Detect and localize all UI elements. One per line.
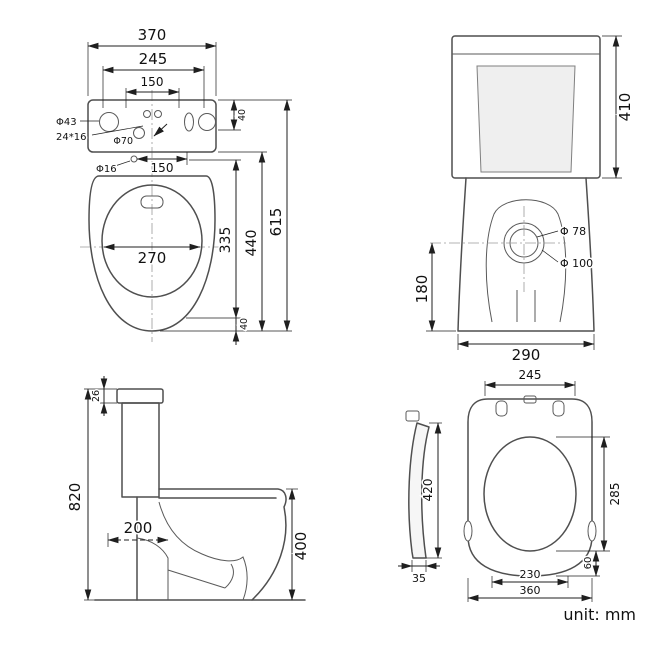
side-view: 26 820 200 400 xyxy=(65,376,312,601)
dim-440-label: 440 xyxy=(244,230,260,257)
bumper-right xyxy=(587,520,597,542)
dim-40b-label: 40 xyxy=(239,318,250,330)
seat-side-profile xyxy=(408,422,430,559)
dim-16-150: Φ16 150 xyxy=(95,152,188,177)
top-view: 370 245 150 40 Φ43 24*16 Φ70 xyxy=(55,25,292,345)
trapway-detail xyxy=(136,501,248,601)
dim-400: 400 xyxy=(286,488,312,601)
slot-24x16-label: 24*16 xyxy=(56,132,86,143)
dim-35: 35 xyxy=(398,560,440,587)
dim-420: 420 xyxy=(420,422,442,559)
seat-top-outline xyxy=(467,398,593,577)
mount-hole-left xyxy=(143,110,151,118)
pedestal-outline-front xyxy=(457,177,595,332)
dim-370: 370 xyxy=(87,25,217,96)
hole-100-label: Φ 100 xyxy=(560,257,593,270)
dim-depths: 615 440 335 40 xyxy=(160,99,292,345)
unit-note: unit: mm xyxy=(563,605,636,624)
hinge-hole-right xyxy=(552,400,565,417)
inlet-hole xyxy=(198,113,216,131)
dim-150: 150 xyxy=(125,74,180,108)
dim-400-label: 400 xyxy=(292,532,310,561)
dim-180: 180 xyxy=(412,242,456,332)
dim-420-label: 420 xyxy=(421,479,435,502)
hole-16-label: Φ16 xyxy=(96,164,117,175)
flush-hole xyxy=(133,127,145,139)
bowl-side-profile xyxy=(136,488,287,601)
dim-820: 820 xyxy=(65,388,95,601)
dim-820-label: 820 xyxy=(66,483,84,512)
dim-410-label: 410 xyxy=(616,93,634,122)
hinge-hole-left xyxy=(495,400,508,417)
dim-360: 360 xyxy=(467,578,593,602)
dim-60-label: 60 xyxy=(583,557,594,570)
cistern-outline-front xyxy=(451,35,601,179)
dim-150b-label: 150 xyxy=(151,161,174,175)
bowl-outline-top xyxy=(88,175,216,332)
dim-40-tank: 40 xyxy=(218,99,250,131)
dim-285: 285 xyxy=(556,436,624,552)
dim-245-seat-label: 245 xyxy=(519,368,542,382)
cistern-side xyxy=(121,402,160,498)
dim-150-label: 150 xyxy=(141,75,164,89)
dim-200-label: 200 xyxy=(124,519,153,537)
dim-270-label: 270 xyxy=(138,249,167,267)
leader-line xyxy=(91,125,144,136)
dim-60: 60 xyxy=(556,550,600,577)
slot-hole xyxy=(184,112,194,132)
seat-opening xyxy=(483,436,577,552)
dim-270: 270 xyxy=(103,243,201,269)
dim-245: 245 xyxy=(102,49,205,108)
seat-view: 420 35 245 285 xyxy=(398,367,624,602)
dim-290-label: 290 xyxy=(512,346,541,364)
dim-180-label: 180 xyxy=(413,275,431,304)
dim-40-label: 40 xyxy=(237,109,248,121)
mounting-cutout xyxy=(485,199,567,323)
dim-615-label: 615 xyxy=(267,208,285,237)
mount-hole-right xyxy=(154,110,162,118)
leader-line xyxy=(114,160,131,167)
dim-26-label: 26 xyxy=(91,390,102,402)
hole-16-mark xyxy=(130,155,138,163)
cistern-lid-side xyxy=(116,388,164,404)
front-view: Φ 78 Φ 100 410 180 290 xyxy=(412,35,636,366)
dim-245-seat: 245 xyxy=(484,367,576,396)
fill-valve-hole xyxy=(99,112,119,132)
dim-200: 200 xyxy=(107,518,169,547)
seat-ring-outline xyxy=(101,184,203,298)
dim-26: 26 xyxy=(84,376,117,416)
leader-line xyxy=(541,249,559,263)
dim-335-label: 335 xyxy=(218,227,234,254)
dim-285-label: 285 xyxy=(608,483,622,506)
dim-360-label: 360 xyxy=(520,584,541,597)
bumper-left xyxy=(463,520,473,542)
hinge-detail xyxy=(405,410,420,422)
pointer-arrow xyxy=(153,123,168,137)
dim-245-label: 245 xyxy=(139,50,168,68)
hole-78-label: Φ 78 xyxy=(560,225,586,238)
flush-outlet xyxy=(140,195,164,209)
top-notch xyxy=(523,395,537,404)
dim-230: 230 xyxy=(491,567,569,588)
dim-370-label: 370 xyxy=(138,26,167,44)
cistern-panel xyxy=(476,65,576,173)
cistern-outline-top xyxy=(87,99,217,153)
hole-43-label: Φ43 xyxy=(56,117,77,128)
dim-35-label: 35 xyxy=(412,572,426,585)
dim-230-label: 230 xyxy=(520,568,541,581)
dim-290: 290 xyxy=(457,334,595,366)
leader-line xyxy=(536,230,559,238)
hole-70-label: Φ70 xyxy=(113,136,133,147)
dim-410: 410 xyxy=(602,35,636,179)
